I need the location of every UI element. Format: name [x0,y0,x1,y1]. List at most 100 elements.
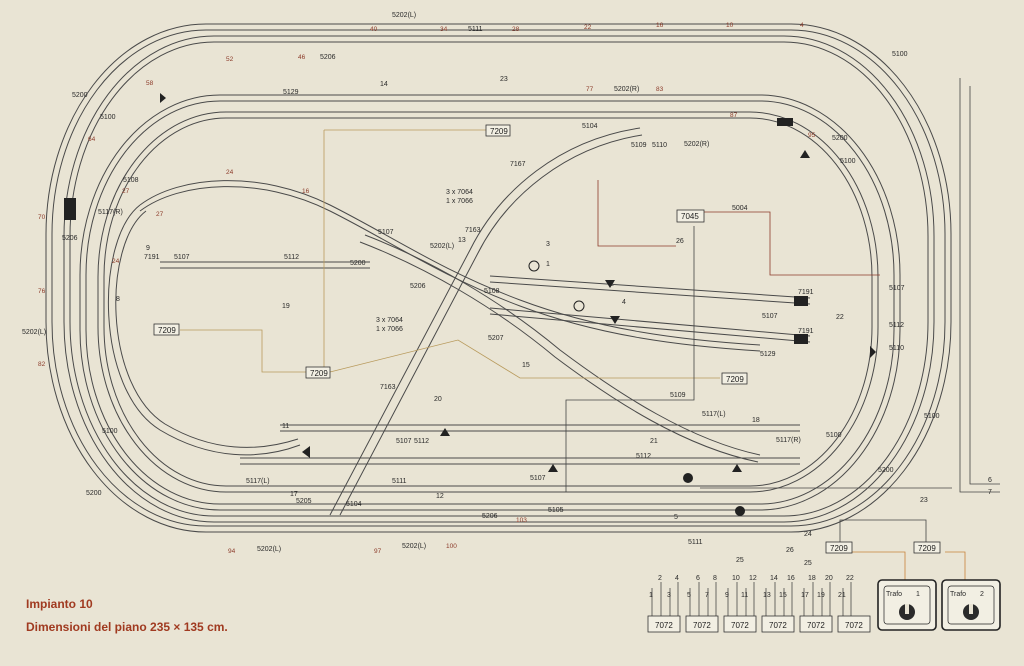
svg-text:Trafo: Trafo [886,591,902,598]
svg-text:6: 6 [696,575,700,582]
svg-text:12: 12 [749,575,757,582]
track-label: 5112 [889,322,904,329]
track-lines [45,23,952,533]
position-number: 23 [500,76,508,83]
track-label: 5202(R) [684,141,709,148]
track-label: 5107 [174,254,190,261]
position-number: 16 [302,188,310,195]
position-number: 18 [752,417,760,424]
box-7209: 7209 [721,372,748,385]
svg-text:9: 9 [725,592,729,599]
svg-text:16: 16 [787,575,795,582]
svg-text:22: 22 [846,575,854,582]
signal-marker [610,316,620,324]
position-number: 22 [584,24,592,31]
track-label: 5107 [762,313,778,320]
position-number: 40 [370,26,378,33]
track-label: 5108 [484,288,500,295]
svg-text:13: 13 [763,592,771,599]
trafo-2: Trafo 2 [941,579,1001,631]
svg-text:7072: 7072 [655,621,673,630]
buffer-stop [794,334,808,344]
controller-7072: 7072 18 20 17 19 [799,575,833,633]
position-number: 27 [122,188,130,195]
track-label: 5111 [392,478,407,485]
wire [959,78,1000,493]
position-number: 17 [290,491,298,498]
position-number: 100 [446,543,457,550]
track-label: 5117(L) [246,478,270,485]
controller-7072: 7072 6 8 5 7 [685,575,719,633]
signal-marker [800,150,810,158]
track-label: 5200 [350,260,366,267]
controller-7072: 7072 14 16 13 15 [761,575,795,633]
track-label: 5200 [832,135,848,142]
box-7209: 7209 [305,366,331,379]
svg-text:21: 21 [838,592,846,599]
svg-text:14: 14 [770,575,778,582]
svg-text:2: 2 [980,591,984,598]
position-number: 25 [804,560,812,567]
svg-text:7072: 7072 [731,621,749,630]
siding-7191-right-b-rail [489,313,811,343]
controller-7072: 7072 2 4 1 3 [647,575,681,633]
wire [565,226,695,492]
track-label: 5111 [468,26,483,33]
buffer-stop [64,198,76,220]
signal-markers [64,93,876,516]
svg-text:7072: 7072 [807,621,825,630]
position-number: 6 [988,477,992,484]
position-number: 83 [656,86,664,93]
position-number: 76 [38,288,46,295]
position-numbers: 40 34 28 22 16 10 4 52 46 14 23 58 77 83… [38,22,992,567]
loop-left-return-rail [115,210,299,448]
plan-dimensions: Dimensioni del piano 235 × 135 cm. [26,620,228,634]
track-label: 5117(R) [776,437,801,444]
third-loop-track [79,94,901,511]
track-label: 5004 [732,205,748,212]
trafo-1: Trafo 1 [877,579,937,631]
track-label: 5200 [878,467,894,474]
signal-marker [302,446,310,458]
track-label: 5109 [631,142,647,149]
third-loop-track-rail [85,100,895,505]
position-number: 87 [730,112,738,119]
track-label: 5110 [652,142,667,149]
signal-marker [440,428,450,436]
position-number: 11 [282,423,289,430]
position-number: 52 [226,56,234,63]
track-label: 5129 [283,89,299,96]
box-7209: 7209 [153,323,180,336]
box-7209: 7209 [825,541,853,554]
position-number: 58 [146,80,154,87]
svg-text:5: 5 [687,592,691,599]
figure-eight-track [139,180,761,346]
position-number: 25 [736,557,744,564]
svg-text:20: 20 [825,575,833,582]
wire [329,339,720,379]
siding-7191-right-a [489,275,811,299]
position-number: 5 [674,514,678,521]
box-7209: 7209 [485,124,511,137]
track-label: 5100 [826,432,842,439]
track-label: 5107 [530,475,546,482]
track-label: 5104 [582,123,598,130]
track-label: 5129 [760,351,776,358]
svg-text:7072: 7072 [845,621,863,630]
incline-track [329,127,641,516]
signal-lamp [573,300,585,312]
track-label: 5202(L) [257,546,281,553]
signal-marker [160,93,166,103]
siding-7191-right-a-rail [489,281,811,305]
track-label: 5100 [102,428,118,435]
track-label: 5100 [100,114,116,121]
siding-7191-right-b [489,307,811,337]
position-number: 26 [676,238,684,245]
position-number: 70 [38,214,46,221]
track-label: 7163 [380,384,396,391]
signal-lamp [528,260,540,272]
position-number: 95 [808,132,816,139]
position-number: 22 [836,314,844,321]
track-label: 5100 [840,158,856,165]
